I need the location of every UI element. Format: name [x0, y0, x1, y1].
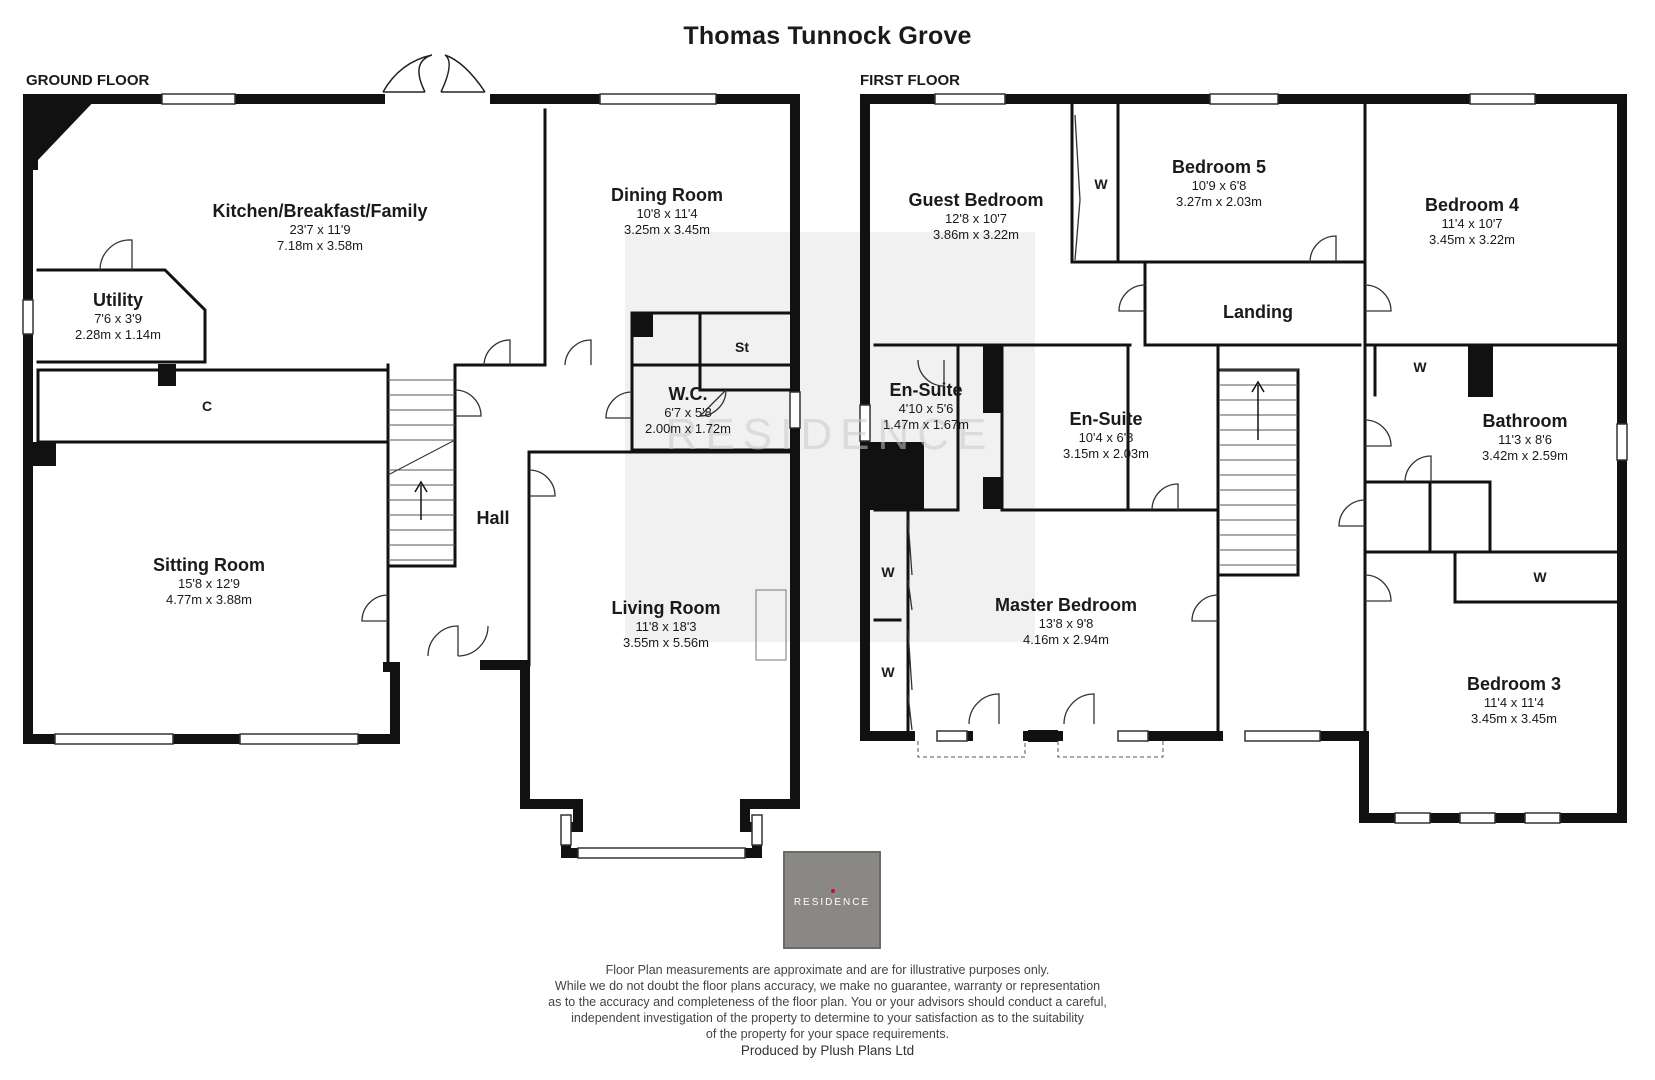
- ground-floor-label: GROUND FLOOR: [26, 72, 150, 89]
- first-floor-windows: [859, 93, 1628, 824]
- cupboard-mark: C: [201, 398, 213, 414]
- plan-title: Thomas Tunnock Grove: [683, 22, 972, 50]
- room-ensuite-small: En-Suite 4'10 x 5'6 1.47m x 1.67m: [883, 380, 969, 432]
- living-room-fireplace: [755, 589, 787, 661]
- room-utility: Utility 7'6 x 3'9 2.28m x 1.14m: [75, 290, 161, 342]
- disclaimer-line: While we do not doubt the floor plans ac…: [554, 979, 1101, 993]
- ground-floor-windows: [22, 93, 801, 859]
- room-dining: Dining Room 10'8 x 11'4 3.25m x 3.45m: [611, 185, 723, 237]
- first-floor-wardrobe-doors: [907, 114, 1081, 731]
- first-floor-stairs: [1220, 369, 1298, 566]
- logo-dot: [831, 889, 835, 893]
- watermark-text: RESIDENCE: [665, 410, 995, 459]
- wardrobe-mark: W: [881, 664, 895, 680]
- producer-credit: Produced by Plush Plans Ltd: [740, 1043, 915, 1058]
- wardrobe-mark: W: [881, 564, 895, 580]
- patio-doors: [382, 54, 486, 93]
- ground-floor-stairs: [387, 379, 456, 561]
- first-floor-label: FIRST FLOOR: [860, 72, 960, 89]
- room-wc: W.C. 6'7 x 5'8 2.00m x 1.72m: [645, 384, 731, 436]
- first-floor-door-swings: [917, 235, 1432, 725]
- store-mark: St: [735, 339, 749, 355]
- disclaimer-line: as to the accuracy and completeness of t…: [548, 995, 1107, 1009]
- balcony-outline: [917, 741, 1164, 758]
- room-landing: Landing: [1223, 302, 1293, 322]
- room-bathroom: Bathroom 11'3 x 8'6 3.42m x 2.59m: [1482, 411, 1568, 463]
- ground-floor-solid-columns: [28, 95, 653, 466]
- wardrobe-mark: W: [1094, 176, 1108, 192]
- room-sitting: Sitting Room 15'8 x 12'9 4.77m x 3.88m: [153, 555, 265, 607]
- room-living: Living Room 11'8 x 18'3 3.55m x 5.56m: [611, 598, 721, 650]
- room-bedroom-5: Bedroom 5 10'9 x 6'8 3.27m x 2.03m: [1171, 157, 1267, 209]
- disclaimer-line: independent investigation of the propert…: [571, 1011, 1084, 1025]
- room-kitchen: Kitchen/Breakfast/Family 23'7 x 11'9 7.1…: [212, 201, 428, 253]
- room-hall: Hall: [476, 508, 510, 528]
- disclaimer: Floor Plan measurements are approximate …: [0, 962, 1655, 1042]
- room-ensuite-master: En-Suite 10'4 x 6'8 3.15m x 2.03m: [1063, 409, 1149, 461]
- ground-floor-door-swings: [99, 239, 727, 657]
- logo-text: RESIDENCE: [793, 897, 871, 908]
- room-guest-bedroom: Guest Bedroom 12'8 x 10'7 3.86m x 3.22m: [908, 190, 1044, 242]
- wardrobe-mark: W: [1413, 359, 1427, 375]
- room-master-bedroom: Master Bedroom 13'8 x 9'8 4.16m x 2.94m: [994, 595, 1138, 647]
- wardrobe-mark: W: [1533, 569, 1547, 585]
- disclaimer-line: Floor Plan measurements are approximate …: [605, 963, 1050, 977]
- room-bedroom-4: Bedroom 4 11'4 x 10'7 3.45m x 3.22m: [1424, 195, 1520, 247]
- disclaimer-line: of the property for your space requireme…: [705, 1027, 950, 1041]
- first-floor-solid-columns: [860, 345, 1493, 742]
- residence-logo: RESIDENCE: [783, 851, 881, 949]
- room-bedroom-3: Bedroom 3 11'4 x 11'4 3.45m x 3.45m: [1466, 674, 1562, 726]
- watermark-box: [625, 232, 1035, 642]
